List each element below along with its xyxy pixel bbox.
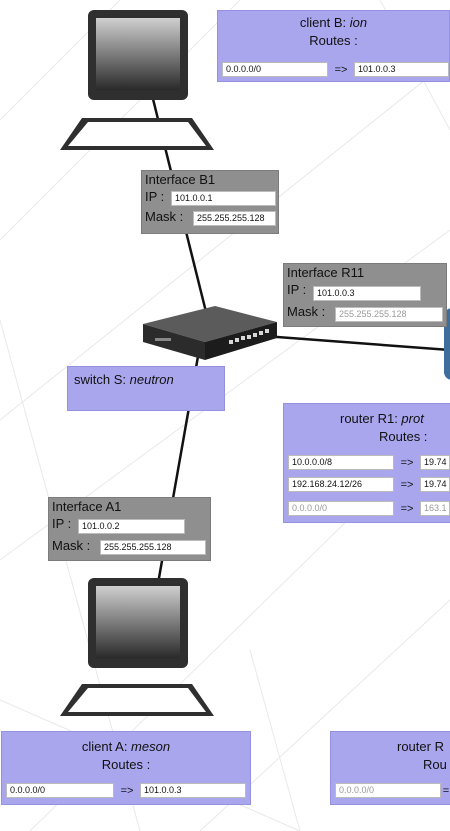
- route-destination-input[interactable]: 10.0.0.0/8: [288, 455, 394, 470]
- interface-r11-panel[interactable]: Interface R11 IP : 101.0.0.3 Mask : 255.…: [283, 263, 447, 327]
- client-b-title: client B: ion: [299, 15, 368, 30]
- route-destination-input[interactable]: 0.0.0.0/0: [288, 501, 394, 516]
- router-r2-routes-label: Rou: [423, 757, 447, 772]
- route-row: 10.0.0.0/8 => 19.74: [288, 454, 450, 471]
- switch-s-panel[interactable]: switch S: neutron: [67, 366, 225, 411]
- route-gateway-input[interactable]: 101.0.0.3: [140, 783, 246, 798]
- interface-title: Interface R11: [287, 265, 365, 280]
- route-destination-input[interactable]: 0.0.0.0/0: [335, 783, 441, 798]
- route-arrow: =: [442, 784, 450, 797]
- computer-icon[interactable]: [52, 578, 222, 723]
- router-r2-title: router R: [397, 739, 444, 754]
- route-gateway-input[interactable]: 19.74: [420, 477, 450, 492]
- mask-label: Mask :: [52, 538, 91, 553]
- route-gateway-input[interactable]: 19.74: [420, 455, 450, 470]
- mask-label: Mask :: [287, 304, 326, 319]
- route-row: 192.168.24.12/26 => 19.74: [288, 476, 450, 493]
- interface-a1-panel[interactable]: Interface A1 IP : 101.0.0.2 Mask : 255.2…: [48, 497, 211, 561]
- ip-label: IP :: [52, 516, 72, 531]
- ip-label: IP :: [145, 189, 165, 204]
- mask-label: Mask :: [145, 209, 184, 224]
- route-row: 0.0.0.0/0 =: [335, 782, 450, 799]
- client-a-title: client A: meson: [81, 739, 171, 754]
- mask-field[interactable]: 255.255.255.128: [335, 307, 443, 322]
- route-gateway-input[interactable]: 101.0.0.3: [354, 62, 449, 77]
- switch-icon[interactable]: [143, 304, 278, 360]
- route-gateway-input[interactable]: 163.1: [420, 501, 450, 516]
- route-row: 0.0.0.0/0 => 101.0.0.3: [6, 782, 246, 799]
- route-arrow: =>: [120, 784, 134, 797]
- route-destination-input[interactable]: 0.0.0.0/0: [6, 783, 114, 798]
- ip-field[interactable]: 101.0.0.3: [313, 286, 421, 301]
- switch-title-name: neutron: [129, 372, 174, 387]
- interface-b1-panel[interactable]: Interface B1 IP : 101.0.0.1 Mask : 255.2…: [141, 170, 279, 234]
- client-a-routes-label: Routes :: [101, 757, 151, 772]
- router-r1-title: router R1: prot: [340, 411, 424, 426]
- switch-title-prefix: switch S:: [74, 372, 130, 387]
- client-a-panel[interactable]: client A: meson Routes : 0.0.0.0/0 => 10…: [1, 731, 251, 805]
- interface-title: Interface A1: [52, 499, 122, 514]
- client-b-routes-label: Routes :: [309, 33, 358, 48]
- router-r1-panel[interactable]: router R1: prot Routes : 10.0.0.0/8 => 1…: [283, 403, 450, 523]
- computer-icon[interactable]: [52, 10, 222, 155]
- ip-label: IP :: [287, 282, 307, 297]
- ip-field[interactable]: 101.0.0.2: [78, 519, 185, 534]
- route-arrow: =>: [400, 456, 414, 469]
- route-arrow: =>: [400, 478, 414, 491]
- link-switch-router-r1: [249, 333, 450, 352]
- route-row: 0.0.0.0/0 => 163.1: [288, 500, 450, 517]
- router-r1-routes-label: Routes :: [379, 429, 428, 444]
- route-arrow: =>: [400, 502, 414, 515]
- route-destination-input[interactable]: 192.168.24.12/26: [288, 477, 394, 492]
- mask-field[interactable]: 255.255.255.128: [193, 211, 276, 226]
- ip-field[interactable]: 101.0.0.1: [171, 191, 276, 206]
- router-r2-panel[interactable]: router R Rou 0.0.0.0/0 =: [330, 731, 450, 805]
- route-arrow: =>: [334, 63, 348, 76]
- route-row: 0.0.0.0/0 => 101.0.0.3: [222, 61, 449, 78]
- interface-title: Interface B1: [145, 172, 216, 187]
- mask-field[interactable]: 255.255.255.128: [100, 540, 206, 555]
- client-b-panel[interactable]: client B: ion Routes : 0.0.0.0/0 => 101.…: [217, 10, 450, 82]
- route-destination-input[interactable]: 0.0.0.0/0: [222, 62, 328, 77]
